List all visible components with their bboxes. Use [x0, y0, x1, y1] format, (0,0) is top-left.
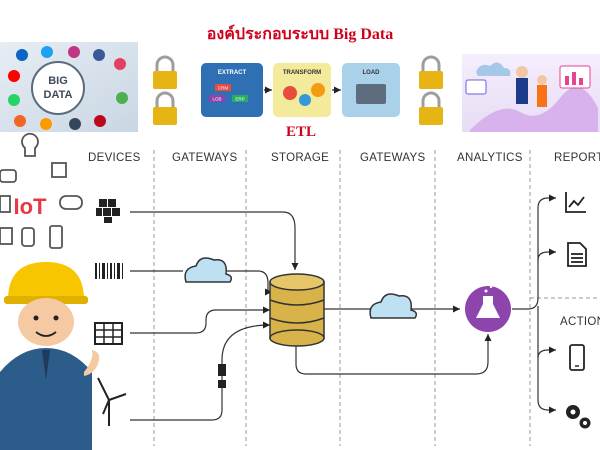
chat-icon	[116, 92, 128, 104]
youtube-icon	[8, 70, 20, 82]
linkedin-icon	[16, 49, 28, 61]
cubes-icon	[96, 199, 120, 223]
column-action: ACTION	[560, 316, 600, 328]
column-gateways: GATEWAYS	[172, 152, 238, 164]
smartphone-icon	[569, 344, 585, 371]
database-icon	[356, 84, 386, 104]
car-icon	[0, 169, 17, 183]
big-data-line2: DATA	[44, 89, 73, 101]
line-chart-icon	[565, 192, 586, 213]
thermostat-icon	[51, 162, 67, 178]
column-storage: STORAGE	[271, 152, 330, 164]
etl-transform-label: TRANSFORM	[283, 70, 321, 76]
flickr-icon	[68, 46, 80, 58]
analytics-flask-icon	[465, 285, 511, 332]
flow-connectors	[130, 194, 556, 421]
watch-icon	[21, 227, 35, 247]
etl-pipeline: EXTRACT CRM LOB ERP TRANSFORM LOAD	[201, 63, 400, 117]
gear-icon	[283, 86, 297, 100]
gear-icon	[311, 83, 325, 97]
engineer-illustration	[0, 262, 100, 450]
mail-icon	[40, 118, 52, 130]
cloud-icon	[369, 293, 418, 319]
iot-label: IoT	[14, 194, 48, 219]
etl-tag-erp: ERP	[235, 97, 244, 102]
phone-icon	[0, 195, 11, 213]
lightbulb-icon	[21, 132, 39, 157]
big-data-line1: BIG	[48, 75, 68, 87]
rss-icon	[14, 115, 26, 127]
etl-extract-label: EXTRACT	[218, 70, 247, 76]
padlock-icon	[153, 55, 177, 125]
etl-tag-lob: LOB	[212, 97, 221, 102]
etl-load-label: LOAD	[363, 70, 381, 76]
facebook-icon	[93, 49, 105, 61]
barcode-icon	[95, 263, 123, 279]
page-title: องค์ประกอบระบบ Big Data	[206, 26, 394, 43]
column-gateways-2: GATEWAYS	[360, 152, 426, 164]
column-analytics: ANALYTICS	[457, 152, 523, 164]
padlock-icon	[419, 55, 443, 125]
gateway-plug-icon	[218, 364, 226, 388]
instagram-icon	[114, 58, 126, 70]
person-icon	[516, 66, 528, 78]
etl-transform-box	[273, 63, 331, 117]
analytics-illustration	[462, 54, 600, 132]
whatsapp-icon	[8, 94, 20, 106]
document-icon	[567, 242, 587, 267]
iot-illustration: IoT	[0, 132, 83, 249]
big-data-illustration: BIG DATA	[0, 42, 138, 132]
gear-icon	[299, 94, 311, 106]
column-separators	[153, 150, 600, 446]
grid-icon	[94, 322, 123, 345]
etl-extract-box	[201, 63, 263, 117]
twitter-icon	[41, 46, 53, 58]
storage-database-icon	[269, 273, 325, 347]
pinterest-icon	[94, 115, 106, 127]
column-report: REPORT	[554, 152, 600, 164]
column-devices: DEVICES	[88, 152, 141, 164]
person-icon	[537, 75, 547, 85]
tumblr-icon	[69, 118, 81, 130]
etl-caption: ETL	[286, 124, 317, 140]
cloud-icon	[184, 257, 233, 283]
gears-icon	[566, 405, 591, 429]
tablet-icon	[0, 227, 13, 245]
cloud-icon	[476, 62, 511, 76]
gamepad-icon	[59, 195, 83, 210]
wind-turbine-icon	[97, 377, 127, 426]
etl-tag-crm: CRM	[218, 86, 228, 91]
fridge-icon	[49, 225, 63, 249]
hard-hat-icon	[8, 262, 84, 300]
